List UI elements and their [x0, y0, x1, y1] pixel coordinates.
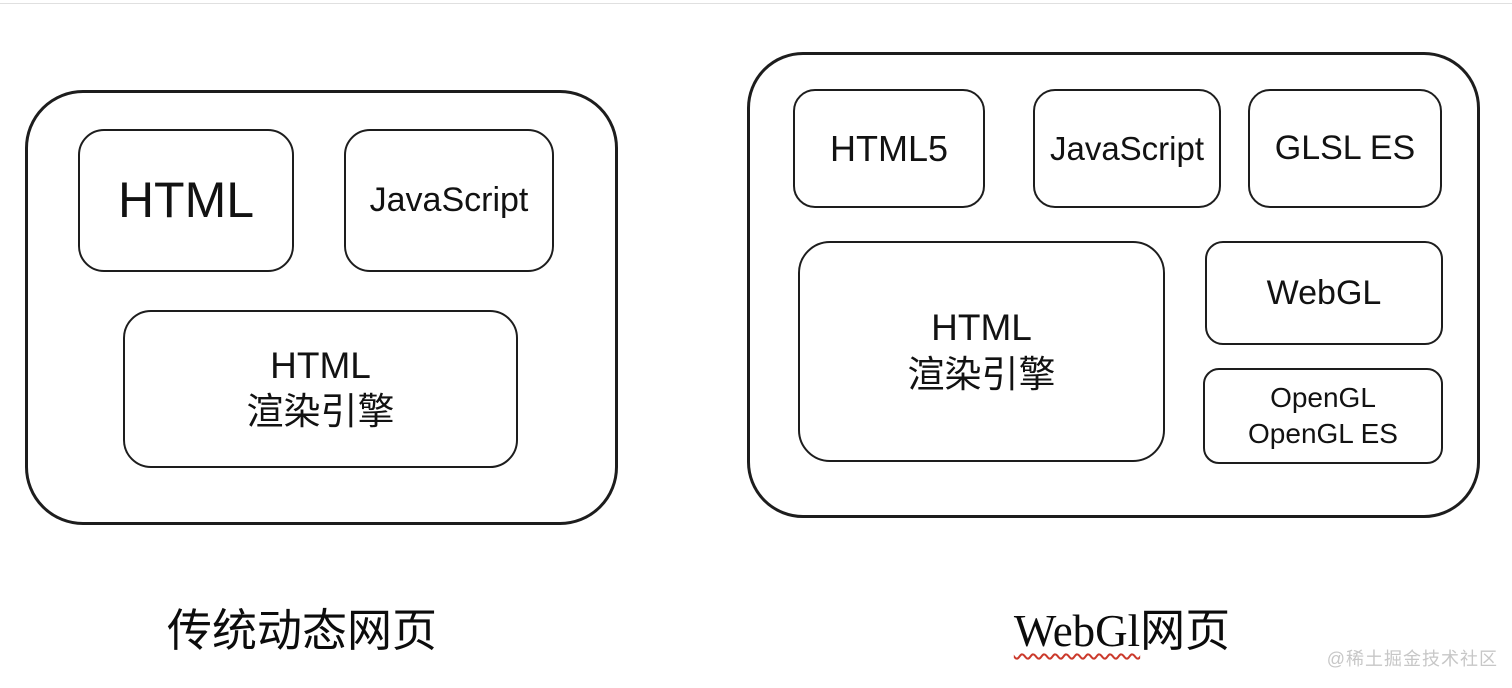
right-opengl-line1: OpenGL	[1270, 381, 1376, 413]
left-engine-line2: 渲染引擎	[246, 391, 395, 432]
right-opengl-line2: OpenGL ES	[1248, 418, 1398, 449]
right-caption-webgl-text: WebGl	[1013, 606, 1141, 656]
right-diagram-caption: WebGl网页	[1014, 594, 1230, 659]
left-diagram-caption: 传统动态网页	[166, 606, 438, 656]
left-box-html: HTML	[78, 129, 294, 272]
right-box-javascript: JavaScript	[1033, 89, 1221, 208]
right-engine-line2: 渲染引擎	[907, 353, 1056, 395]
left-box-html-label: HTML	[117, 172, 255, 229]
left-engine-line1: HTML	[270, 344, 371, 386]
right-engine-line1: HTML	[931, 307, 1032, 349]
juejin-watermark: @稀土掘金技术社区	[1326, 649, 1498, 669]
right-box-glsl-es-label: GLSL ES	[1274, 129, 1416, 168]
right-box-html-render-engine: HTML 渲染引擎	[798, 241, 1165, 462]
right-box-glsl-es: GLSL ES	[1248, 89, 1442, 208]
right-box-webgl-label: WebGL	[1266, 273, 1382, 312]
right-box-javascript-label: JavaScript	[1049, 129, 1205, 167]
right-box-html5: HTML5	[793, 89, 985, 208]
left-box-html-render-engine: HTML 渲染引擎	[123, 310, 518, 468]
top-divider-line	[0, 3, 1512, 4]
left-box-javascript-label: JavaScript	[369, 181, 529, 220]
right-box-opengl: OpenGL OpenGL ES	[1203, 368, 1443, 464]
right-caption-suffix-text: 网页	[1140, 606, 1231, 656]
right-box-webgl: WebGL	[1205, 241, 1443, 345]
left-box-javascript: JavaScript	[344, 129, 554, 272]
right-box-html5-label: HTML5	[829, 128, 949, 169]
